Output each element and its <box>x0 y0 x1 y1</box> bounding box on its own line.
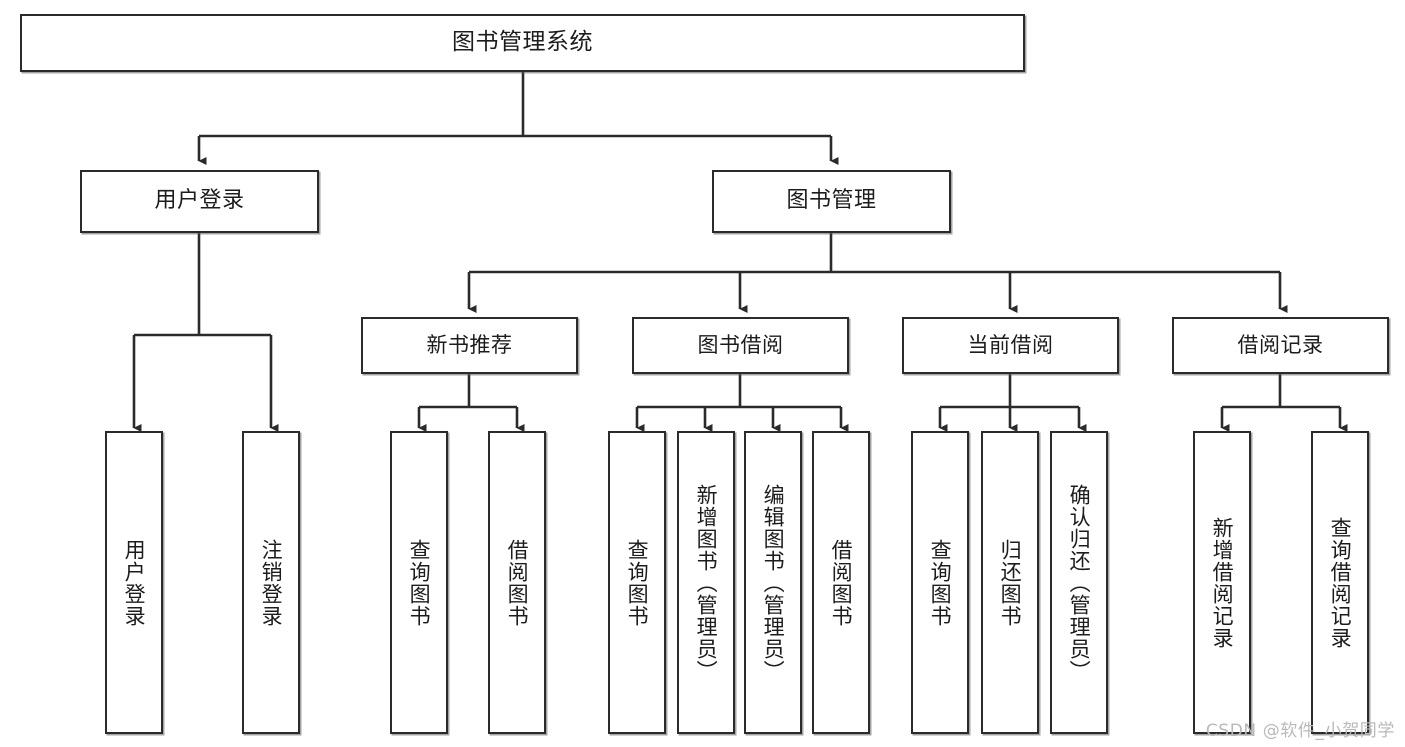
node-leaf-query-book-3-label: 查询图书 <box>928 538 953 627</box>
node-book-management[interactable]: 图书管理 <box>712 170 951 233</box>
node-leaf-borrow-book-1[interactable]: 借阅图书 <box>488 431 546 734</box>
node-leaf-query-book-2-label: 查询图书 <box>625 538 650 627</box>
node-leaf-query-book-2[interactable]: 查询图书 <box>608 431 666 734</box>
node-leaf-user-login-label: 用户登录 <box>122 538 147 627</box>
node-borrow-record-label: 借阅记录 <box>1237 332 1324 357</box>
node-leaf-edit-book[interactable]: 编辑图书（管理员） <box>744 431 802 734</box>
node-borrow-record[interactable]: 借阅记录 <box>1172 317 1389 374</box>
node-leaf-add-book[interactable]: 新增图书（管理员） <box>677 431 735 734</box>
node-user-login-label: 用户登录 <box>154 188 245 214</box>
node-leaf-query-book-1[interactable]: 查询图书 <box>390 431 448 734</box>
node-leaf-query-book-1-label: 查询图书 <box>407 538 432 627</box>
node-leaf-borrow-book-1-label: 借阅图书 <box>505 538 530 627</box>
node-new-book-recommend-label: 新书推荐 <box>426 332 513 357</box>
node-book-borrow[interactable]: 图书借阅 <box>632 317 849 374</box>
node-leaf-logout-login[interactable]: 注销登录 <box>242 431 300 734</box>
node-leaf-return-book-label: 归还图书 <box>998 538 1023 627</box>
node-current-borrow-label: 当前借阅 <box>967 332 1054 357</box>
node-book-borrow-label: 图书借阅 <box>697 332 784 357</box>
node-leaf-confirm-return[interactable]: 确认归还（管理员） <box>1050 431 1108 734</box>
node-leaf-logout-login-label: 注销登录 <box>259 538 284 627</box>
node-leaf-confirm-return-label: 确认归还（管理员） <box>1067 483 1092 682</box>
node-leaf-query-borrow-record[interactable]: 查询借阅记录 <box>1311 431 1369 734</box>
node-new-book-recommend[interactable]: 新书推荐 <box>361 317 578 374</box>
node-root[interactable]: 图书管理系统 <box>20 14 1025 72</box>
node-leaf-edit-book-label: 编辑图书（管理员） <box>761 483 786 682</box>
node-leaf-query-borrow-record-label: 查询借阅记录 <box>1328 516 1353 649</box>
node-leaf-add-borrow-record-label: 新增借阅记录 <box>1210 516 1235 649</box>
node-leaf-query-book-3[interactable]: 查询图书 <box>911 431 969 734</box>
node-leaf-borrow-book-2-label: 借阅图书 <box>829 538 854 627</box>
node-leaf-borrow-book-2[interactable]: 借阅图书 <box>812 431 870 734</box>
node-leaf-return-book[interactable]: 归还图书 <box>981 431 1039 734</box>
node-root-label: 图书管理系统 <box>452 29 593 56</box>
node-leaf-add-borrow-record[interactable]: 新增借阅记录 <box>1193 431 1251 734</box>
node-current-borrow[interactable]: 当前借阅 <box>902 317 1119 374</box>
node-leaf-add-book-label: 新增图书（管理员） <box>694 483 719 682</box>
node-user-login[interactable]: 用户登录 <box>80 170 319 233</box>
node-book-management-label: 图书管理 <box>786 188 877 214</box>
node-leaf-user-login[interactable]: 用户登录 <box>105 431 163 734</box>
